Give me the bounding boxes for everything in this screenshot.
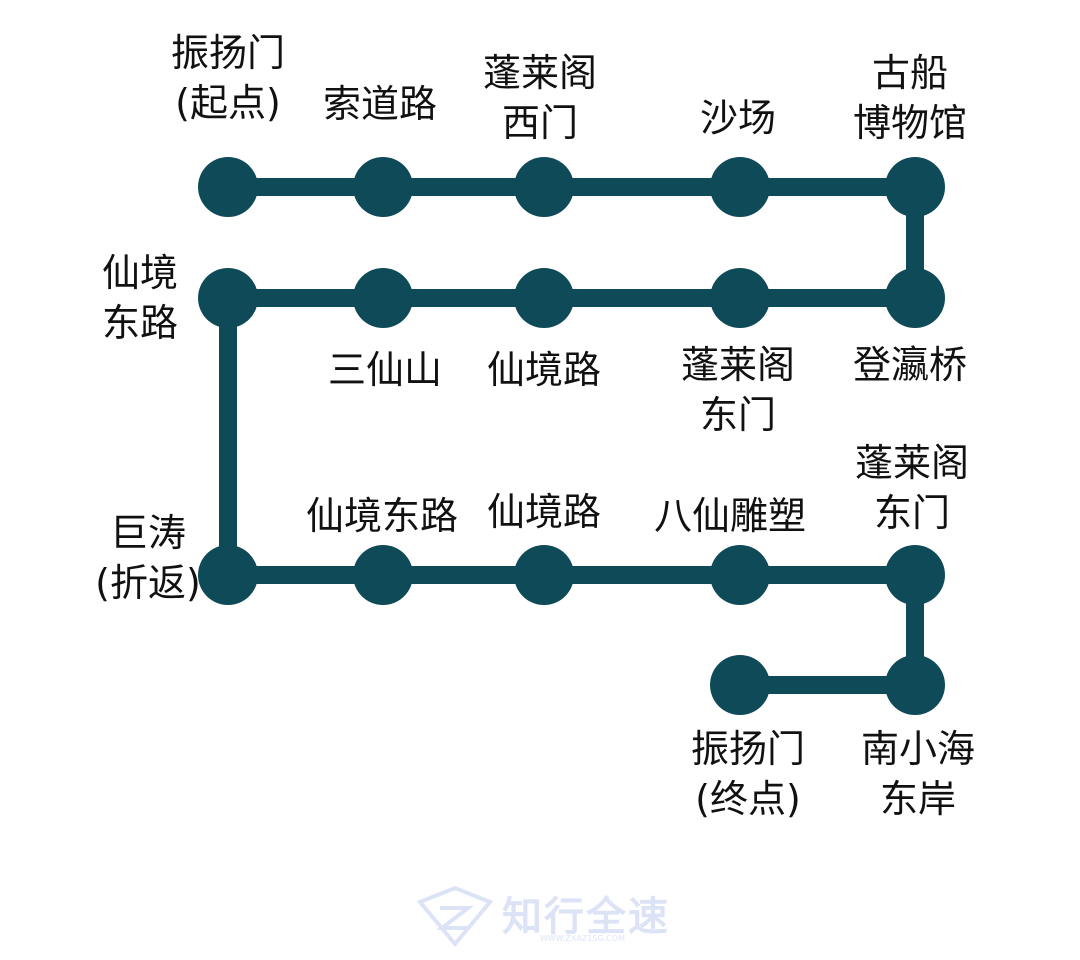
stop-label-line: 西门 xyxy=(501,101,579,145)
stop-label-line: 沙场 xyxy=(699,96,777,140)
stop-dot-s5 xyxy=(885,157,945,217)
stop-dot-s12 xyxy=(353,545,413,605)
stop-label-s13: 仙境路 xyxy=(487,487,601,537)
stop-dot-s1 xyxy=(198,157,258,217)
watermark-icon xyxy=(416,885,494,948)
watermark-url: WWW.ZXAZ1SG.COM xyxy=(540,934,625,943)
stop-label-line: 东路 xyxy=(101,301,179,345)
stop-label-line: 蓬莱阁 xyxy=(854,441,970,485)
watermark-logo: 知行全速 WWW.ZXAZ1SG.COM xyxy=(410,880,680,950)
stop-dot-s2 xyxy=(353,157,413,217)
stop-label-line: 仙境 xyxy=(101,251,179,295)
stop-label-line: 仙境东路 xyxy=(305,494,459,538)
route-line xyxy=(219,178,924,694)
stop-label-line: (起点) xyxy=(175,81,281,125)
stop-label-line: 振扬门 xyxy=(690,727,806,771)
stop-label-s8: 仙境路 xyxy=(487,345,601,395)
stop-label-line: 仙境路 xyxy=(486,490,602,534)
stop-label-s1: 振扬门 (起点) xyxy=(171,28,285,128)
stop-label-line: 博物馆 xyxy=(852,101,968,145)
stop-label-s5: 古船博物馆 xyxy=(853,48,967,148)
stop-label-s16: 南小海东岸 xyxy=(861,724,975,824)
stop-label-line: 蓬莱阁 xyxy=(482,51,598,95)
stop-label-line: 振扬门 xyxy=(170,31,286,75)
stop-label-line: 登瀛桥 xyxy=(852,343,968,387)
stop-dot-s8 xyxy=(514,268,574,328)
stop-label-line: 巨涛 xyxy=(109,511,186,555)
stop-dot-s9 xyxy=(353,268,413,328)
stop-label-s14: 八仙雕塑 xyxy=(654,491,806,541)
stop-dot-s15 xyxy=(885,545,945,605)
stop-label-s15: 蓬莱阁东门 xyxy=(855,438,969,538)
stop-label-s2: 索道路 xyxy=(323,79,437,129)
stop-label-line: (终点) xyxy=(695,777,801,821)
stop-label-line: 南小海 xyxy=(860,727,976,771)
stop-dot-s10 xyxy=(198,268,258,328)
stop-label-line: (折返) xyxy=(95,561,201,605)
stop-label-line: 蓬莱阁 xyxy=(680,343,796,387)
watermark-text: 知行全速 xyxy=(502,894,670,940)
stop-label-s9: 三仙山 xyxy=(328,345,442,395)
stop-label-line: 东门 xyxy=(699,393,777,437)
stop-label-s11: 巨涛 (折返) xyxy=(95,508,201,608)
stop-label-s12: 仙境东路 xyxy=(306,491,458,541)
stop-label-line: 仙境路 xyxy=(486,348,602,392)
stop-dot-s16 xyxy=(885,655,945,715)
stop-dot-s11 xyxy=(198,545,258,605)
stop-dot-s14 xyxy=(710,545,770,605)
stop-label-line: 东门 xyxy=(873,491,951,535)
stop-label-line: 古船 xyxy=(871,51,949,95)
stop-label-line: 东岸 xyxy=(879,777,957,821)
stop-label-s4: 沙场 xyxy=(700,93,776,143)
stop-label-s7: 蓬莱阁东门 xyxy=(681,340,795,440)
stop-dots xyxy=(198,157,945,715)
stop-dot-s6 xyxy=(885,268,945,328)
stop-label-line: 三仙山 xyxy=(327,348,443,392)
stop-dot-s3 xyxy=(514,157,574,217)
stop-label-line: 八仙雕塑 xyxy=(653,494,807,538)
stop-dot-s17 xyxy=(710,655,770,715)
stop-label-s3: 蓬莱阁西门 xyxy=(483,48,597,148)
stop-dot-s7 xyxy=(710,268,770,328)
stop-dot-s13 xyxy=(514,545,574,605)
stop-label-s6: 登瀛桥 xyxy=(853,340,967,390)
stop-label-s17: 振扬门 (终点) xyxy=(691,724,805,824)
stop-label-s10: 仙境东路 xyxy=(102,248,178,348)
stop-label-line: 索道路 xyxy=(322,82,438,126)
stop-dot-s4 xyxy=(710,157,770,217)
